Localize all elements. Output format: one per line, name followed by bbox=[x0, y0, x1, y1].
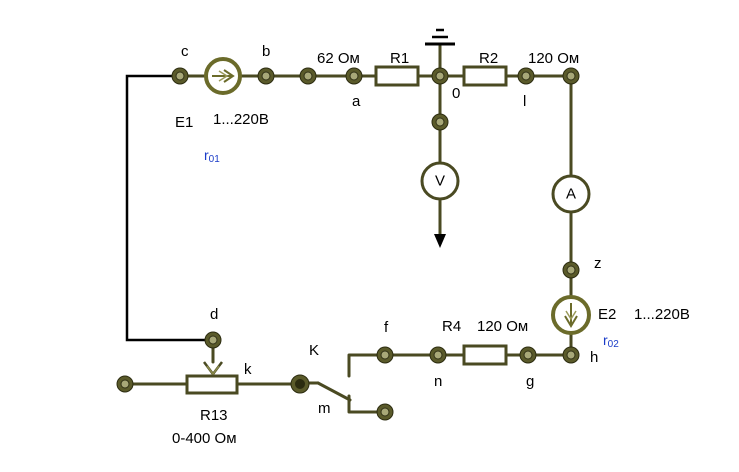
terminal-left bbox=[116, 375, 134, 393]
node-label-f: f bbox=[384, 319, 389, 336]
resistor-r2 bbox=[462, 65, 508, 87]
terminal-p1 bbox=[299, 67, 317, 85]
source-e1-icon bbox=[204, 57, 242, 95]
node-label-b: b bbox=[262, 43, 270, 60]
terminal-d bbox=[204, 331, 222, 349]
e2-range-label: 1...220В bbox=[634, 306, 690, 323]
r13-name-label: R13 bbox=[200, 407, 228, 424]
terminal-h bbox=[562, 346, 580, 364]
ammeter-symbol: A bbox=[566, 186, 576, 203]
voltmeter: V bbox=[420, 161, 460, 201]
node-label-k: k bbox=[244, 361, 252, 378]
source-e2-icon bbox=[551, 295, 591, 335]
terminal-n bbox=[429, 346, 447, 364]
rheostat-slider-icon bbox=[203, 361, 223, 377]
r4-name-label: R4 bbox=[442, 318, 461, 335]
terminals bbox=[116, 67, 580, 421]
terminal-l bbox=[517, 67, 535, 85]
e2-name-label: E2 bbox=[598, 306, 616, 323]
voltmeter-symbol: V bbox=[435, 173, 445, 190]
arrow-down-icon bbox=[434, 234, 446, 248]
node-label-l: l bbox=[523, 93, 526, 110]
node-label-m: m bbox=[318, 400, 331, 417]
terminal-switch-pivot bbox=[290, 374, 310, 394]
terminal-c bbox=[171, 67, 189, 85]
wire-c-d bbox=[125, 74, 213, 342]
node-label-h: h bbox=[590, 349, 598, 366]
resistor-r13 bbox=[185, 374, 239, 395]
node-label-n: n bbox=[434, 373, 442, 390]
terminal-m bbox=[376, 403, 394, 421]
e1-internal-resistance-label: r01 bbox=[204, 147, 220, 165]
wire-f-switch bbox=[347, 353, 387, 378]
e1-range-label: 1...220В bbox=[213, 111, 269, 128]
node-label-a: a bbox=[352, 93, 361, 110]
terminal-voltmeter bbox=[431, 113, 449, 131]
terminal-top-right bbox=[562, 67, 580, 85]
terminal-z bbox=[562, 261, 580, 279]
node-label-g: g bbox=[526, 373, 534, 390]
ground-icon bbox=[425, 28, 455, 46]
switch-label: K bbox=[309, 342, 319, 359]
node-label-c: c bbox=[181, 43, 189, 60]
switch-lever bbox=[316, 381, 352, 402]
node-label-d: d bbox=[210, 306, 218, 323]
r2-value-label: 120 Ом bbox=[528, 50, 579, 67]
labels: c b 62 Ом R1 a 0 R2 120 Ом l E1 1...220В… bbox=[172, 43, 690, 447]
terminal-a bbox=[345, 67, 363, 85]
terminal-g bbox=[519, 346, 537, 364]
resistor-r1 bbox=[374, 65, 420, 87]
node-label-z: z bbox=[594, 255, 602, 272]
e1-name-label: E1 bbox=[175, 114, 193, 131]
terminal-0 bbox=[431, 67, 449, 85]
e2-internal-resistance-label: r02 bbox=[603, 332, 619, 350]
r13-value-label: 0-400 Ом bbox=[172, 430, 237, 447]
r2-name-label: R2 bbox=[479, 50, 498, 67]
r4-value-label: 120 Ом bbox=[477, 318, 528, 335]
r1-name-label: R1 bbox=[390, 50, 409, 67]
terminal-f bbox=[376, 346, 394, 364]
ammeter: A bbox=[551, 174, 591, 214]
r1-value-label: 62 Ом bbox=[317, 50, 360, 67]
wire-switch-m bbox=[347, 394, 387, 414]
node-label-zero: 0 bbox=[452, 85, 460, 102]
terminal-b bbox=[257, 67, 275, 85]
resistor-r4 bbox=[462, 344, 508, 366]
